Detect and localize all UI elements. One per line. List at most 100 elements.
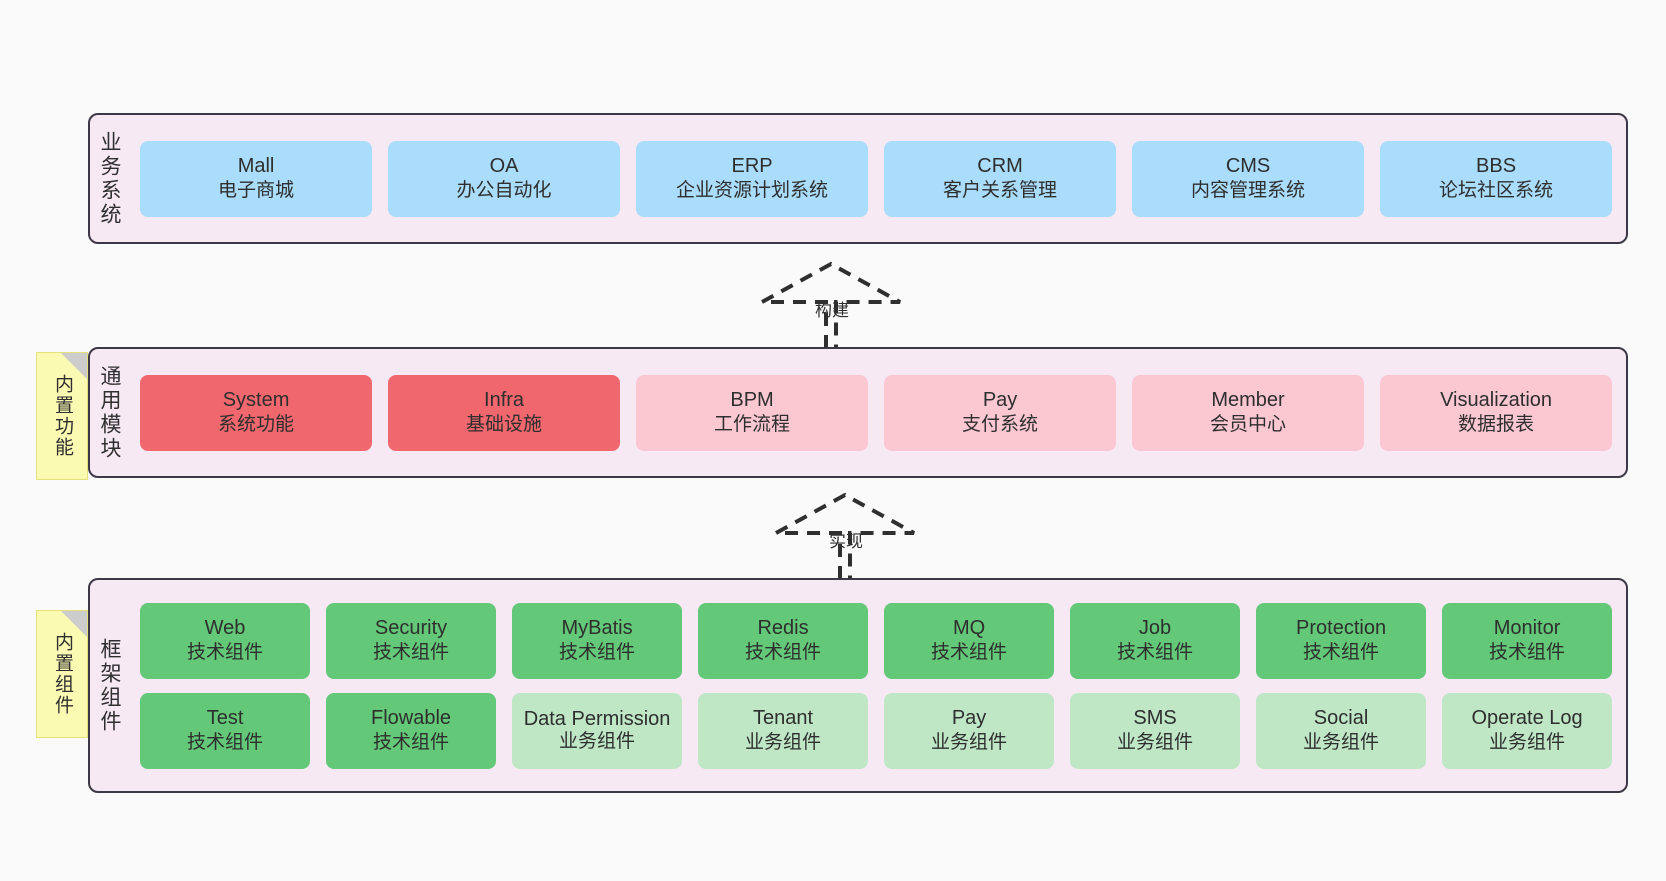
card-crm[interactable]: CRM 客户关系管理 — [884, 140, 1117, 217]
card-title: System — [222, 389, 290, 412]
card-title: CRM — [977, 155, 1023, 178]
layer-body-business: Mall 电子商城 OA 办公自动化 ERP 企业资源计划系统 CRM 客户关系… — [126, 115, 1626, 242]
connector-build: 构建 — [756, 258, 906, 348]
card-mybatis[interactable]: MyBatis 技术组件 — [512, 602, 683, 679]
card-row: Web 技术组件 Security 技术组件 MyBatis 技术组件 Redi… — [140, 602, 1613, 679]
dashed-generalization-arrow-icon — [775, 492, 915, 579]
card-title: Visualization — [1440, 389, 1553, 412]
layer-business-systems: 业务系统 Mall 电子商城 OA 办公自动化 ERP 企业资源计划系统 CRM… — [88, 113, 1628, 244]
card-tenant[interactable]: Tenant 业务组件 — [698, 692, 869, 769]
card-subtitle: 企业资源计划系统 — [676, 180, 829, 202]
card-subtitle: 技术组件 — [931, 642, 1008, 664]
note-label: 内置组件 — [51, 632, 73, 716]
card-title: MQ — [952, 617, 986, 640]
card-web[interactable]: Web 技术组件 — [140, 602, 311, 679]
card-title: Social — [1313, 707, 1369, 730]
card-subtitle: 基础设施 — [466, 414, 543, 436]
card-subtitle: 业务组件 — [559, 730, 636, 752]
card-oa[interactable]: OA 办公自动化 — [388, 140, 621, 217]
card-title: Monitor — [1493, 617, 1561, 640]
card-title: Security — [374, 617, 448, 640]
card-subtitle: 技术组件 — [187, 642, 264, 664]
card-subtitle: 业务组件 — [1117, 732, 1194, 754]
connector-implement-label: 实现 — [829, 532, 863, 551]
card-title: Protection — [1296, 617, 1387, 640]
card-operate-log[interactable]: Operate Log 业务组件 — [1442, 692, 1613, 769]
card-title: Infra — [484, 389, 525, 412]
card-infra[interactable]: Infra 基础设施 — [388, 374, 621, 451]
connector-implement: 实现 — [770, 489, 920, 579]
card-title: MyBatis — [561, 617, 633, 640]
card-monitor[interactable]: Monitor 技术组件 — [1442, 602, 1613, 679]
card-subtitle: 支付系统 — [962, 414, 1039, 436]
card-system[interactable]: System 系统功能 — [140, 374, 373, 451]
card-subtitle: 办公自动化 — [456, 180, 552, 202]
card-title: BBS — [1476, 155, 1517, 178]
card-title: Operate Log — [1471, 707, 1583, 730]
folded-corner-icon — [61, 611, 87, 637]
card-subtitle: 数据报表 — [1458, 414, 1535, 436]
card-title: SMS — [1133, 707, 1177, 730]
card-title: Pay — [951, 707, 987, 730]
card-subtitle: 业务组件 — [745, 732, 822, 754]
note-builtin-features[interactable]: 内置功能 — [36, 352, 88, 480]
card-sms[interactable]: SMS 业务组件 — [1070, 692, 1241, 769]
card-social[interactable]: Social 业务组件 — [1256, 692, 1427, 769]
note-label: 内置功能 — [51, 374, 73, 458]
layer-framework-components: 框架组件 Web 技术组件 Security 技术组件 MyBatis 技术组件… — [88, 578, 1628, 793]
card-erp[interactable]: ERP 企业资源计划系统 — [636, 140, 869, 217]
card-title: Web — [204, 617, 246, 640]
card-title: Flowable — [371, 707, 452, 730]
layer-title-common-modules: 通用模块 — [98, 364, 122, 461]
layer-common-modules: 通用模块 System 系统功能 Infra 基础设施 BPM 工作流程 Pay… — [88, 347, 1628, 478]
card-row: System 系统功能 Infra 基础设施 BPM 工作流程 Pay 支付系统… — [140, 374, 1613, 451]
note-builtin-components[interactable]: 内置组件 — [36, 610, 88, 738]
card-flowable[interactable]: Flowable 技术组件 — [326, 692, 497, 769]
card-test[interactable]: Test 技术组件 — [140, 692, 311, 769]
card-subtitle: 论坛社区系统 — [1439, 180, 1554, 202]
card-title: Job — [1138, 617, 1172, 640]
card-bbs[interactable]: BBS 论坛社区系统 — [1380, 140, 1613, 217]
card-subtitle: 技术组件 — [187, 732, 264, 754]
card-subtitle: 内容管理系统 — [1191, 180, 1306, 202]
card-title: Member — [1211, 389, 1285, 412]
connector-build-label: 构建 — [815, 301, 849, 320]
card-title: Redis — [757, 617, 809, 640]
card-row: Test 技术组件 Flowable 技术组件 Data Permission … — [140, 692, 1613, 769]
card-subtitle: 会员中心 — [1210, 414, 1287, 436]
card-pay-component[interactable]: Pay 业务组件 — [884, 692, 1055, 769]
card-subtitle: 系统功能 — [218, 414, 295, 436]
card-subtitle: 业务组件 — [1303, 732, 1380, 754]
card-subtitle: 技术组件 — [559, 642, 636, 664]
layer-body-framework-components: Web 技术组件 Security 技术组件 MyBatis 技术组件 Redi… — [126, 580, 1626, 791]
card-mq[interactable]: MQ 技术组件 — [884, 602, 1055, 679]
card-subtitle: 业务组件 — [1489, 732, 1566, 754]
card-security[interactable]: Security 技术组件 — [326, 602, 497, 679]
card-member[interactable]: Member 会员中心 — [1132, 374, 1365, 451]
card-subtitle: 工作流程 — [714, 414, 791, 436]
card-subtitle: 技术组件 — [1117, 642, 1194, 664]
card-title: Tenant — [753, 707, 814, 730]
card-title: OA — [489, 155, 519, 178]
card-title: Test — [206, 707, 244, 730]
card-title: Data Permission — [523, 707, 671, 730]
card-pay[interactable]: Pay 支付系统 — [884, 374, 1117, 451]
card-title: Mall — [237, 155, 275, 178]
card-title: ERP — [731, 155, 773, 178]
card-cms[interactable]: CMS 内容管理系统 — [1132, 140, 1365, 217]
card-data-permission[interactable]: Data Permission 业务组件 — [512, 692, 683, 769]
card-job[interactable]: Job 技术组件 — [1070, 602, 1241, 679]
card-protection[interactable]: Protection 技术组件 — [1256, 602, 1427, 679]
card-row: Mall 电子商城 OA 办公自动化 ERP 企业资源计划系统 CRM 客户关系… — [140, 140, 1613, 217]
card-visualization[interactable]: Visualization 数据报表 — [1380, 374, 1613, 451]
card-title: CMS — [1225, 155, 1271, 178]
card-subtitle: 客户关系管理 — [943, 180, 1058, 202]
card-mall[interactable]: Mall 电子商城 — [140, 140, 373, 217]
card-subtitle: 技术组件 — [745, 642, 822, 664]
layer-title-business: 业务系统 — [98, 130, 122, 227]
layer-title-framework-components: 框架组件 — [98, 637, 122, 734]
card-subtitle: 技术组件 — [373, 732, 450, 754]
card-redis[interactable]: Redis 技术组件 — [698, 602, 869, 679]
card-bpm[interactable]: BPM 工作流程 — [636, 374, 869, 451]
